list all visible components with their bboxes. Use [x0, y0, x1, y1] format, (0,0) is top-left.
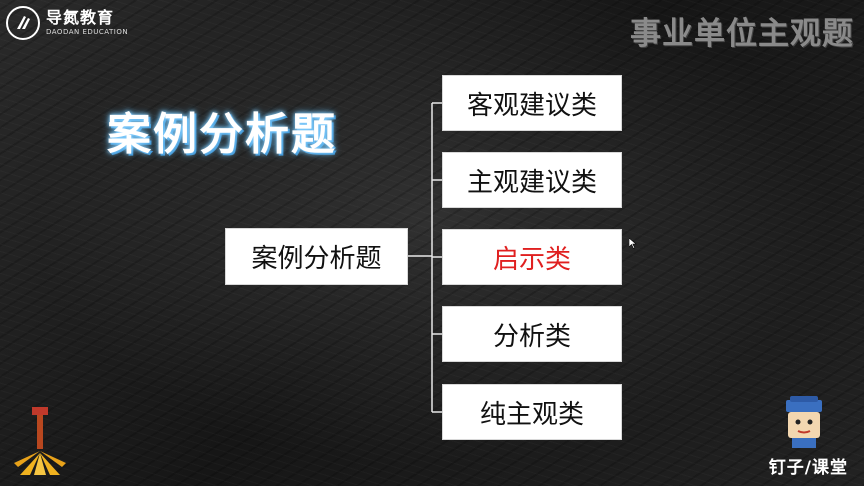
child-node-enlightenment: 启示类	[442, 229, 622, 285]
child-node-objective-suggestion: 客观建议类	[442, 75, 622, 131]
logo-name-cn: 导氮教育	[46, 8, 115, 27]
nail-mascot-icon	[780, 396, 828, 452]
child-node-pure-subjective: 纯主观类	[442, 384, 622, 440]
root-node: 案例分析题	[225, 228, 408, 285]
child-node-analysis: 分析类	[442, 306, 622, 362]
brand-logo: 导氮教育 DAODAN EDUCATION	[6, 6, 128, 40]
mouse-cursor-icon	[628, 234, 637, 253]
child-node-subjective-suggestion: 主观建议类	[442, 152, 622, 208]
page-title: 案例分析题	[107, 109, 337, 160]
brand-name: 钉子/课堂	[768, 458, 848, 478]
nail-hammer-icon	[12, 405, 68, 481]
logo-name-en: DAODAN EDUCATION	[46, 28, 129, 36]
watermark-title: 事业单位主观题	[630, 16, 854, 52]
daodan-logo-icon	[6, 6, 40, 40]
logo-text: 导氮教育 DAODAN EDUCATION	[46, 9, 128, 37]
